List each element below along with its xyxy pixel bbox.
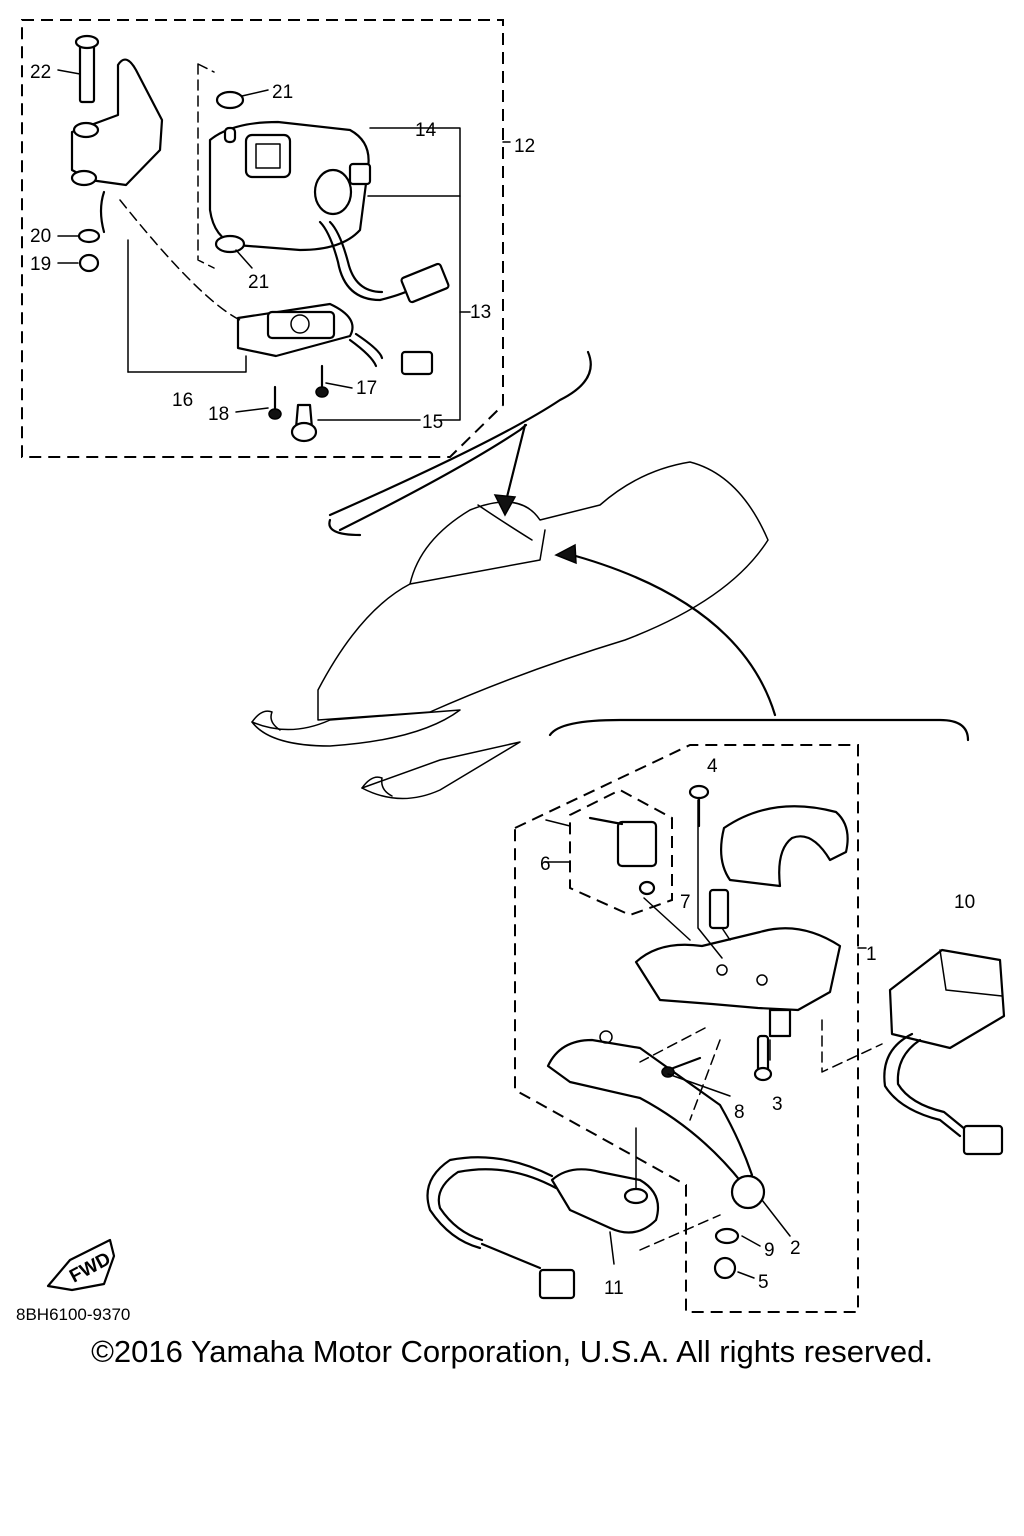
part-label-3: 3 — [772, 1094, 783, 1115]
part-label-6: 6 — [540, 854, 551, 875]
part-label-14: 14 — [415, 120, 437, 141]
part-label-21-bottom: 21 — [248, 272, 269, 293]
part-label-2: 2 — [790, 1238, 801, 1259]
part-label-11: 11 — [604, 1278, 624, 1299]
part-label-10: 10 — [954, 892, 975, 913]
part-label-20: 20 — [30, 226, 51, 247]
part-label-12: 12 — [514, 136, 535, 157]
part-number-labels: 22 21 14 12 20 19 21 13 17 16 18 15 4 6 … — [30, 62, 975, 1299]
part-label-19: 19 — [30, 254, 51, 275]
part-label-17: 17 — [356, 378, 377, 399]
drawing-code: 8BH6100-9370 — [16, 1305, 130, 1324]
part-label-15: 15 — [422, 412, 443, 433]
inset-top-group — [21, 19, 511, 458]
snowmobile-outline — [251, 350, 970, 800]
part-label-1: 1 — [866, 944, 877, 965]
part-label-13: 13 — [470, 302, 491, 323]
part-label-4: 4 — [707, 756, 718, 777]
copyright-notice: ©2016 Yamaha Motor Corporation, U.S.A. A… — [91, 1334, 933, 1369]
part-label-9: 9 — [764, 1240, 775, 1261]
part-label-16: 16 — [172, 390, 193, 411]
part-label-5: 5 — [758, 1272, 769, 1293]
part-label-21-top: 21 — [272, 82, 293, 103]
part-label-7: 7 — [680, 892, 691, 913]
lower-assembly-group — [426, 744, 1006, 1313]
fwd-arrow-icon: FWD — [46, 1238, 116, 1292]
part-label-22: 22 — [30, 62, 51, 83]
part-label-18: 18 — [208, 404, 229, 425]
part-label-8: 8 — [734, 1102, 745, 1123]
